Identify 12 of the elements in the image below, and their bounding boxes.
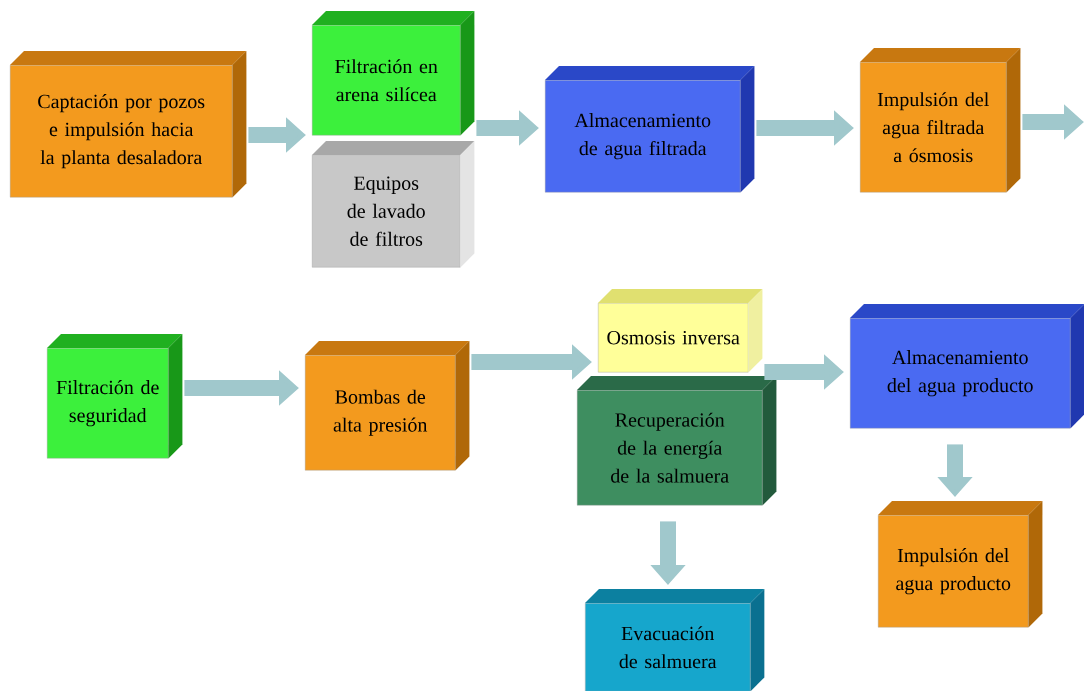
- block: Captación por pozos e impulsión hacia la planta desaladora: [10, 51, 247, 198]
- block: Filtración en arena silícea: [312, 11, 475, 136]
- block: Almacenamiento del agua producto: [850, 304, 1084, 429]
- block: Equipos de lavado de filtros: [312, 141, 475, 268]
- block: Filtración de seguridad: [47, 334, 183, 459]
- block: Almacenamiento de agua filtrada: [545, 66, 755, 193]
- block: Impulsión del agua filtrada a ósmosis: [860, 48, 1021, 193]
- block: Impulsión del agua producto: [878, 501, 1043, 628]
- block: Recuperación de la energía de la salmuera: [577, 376, 777, 506]
- block: Evacuación de salmuera: [585, 589, 765, 691]
- block: Bombas de alta presión: [305, 341, 470, 471]
- block: Osmosis inversa: [598, 289, 763, 373]
